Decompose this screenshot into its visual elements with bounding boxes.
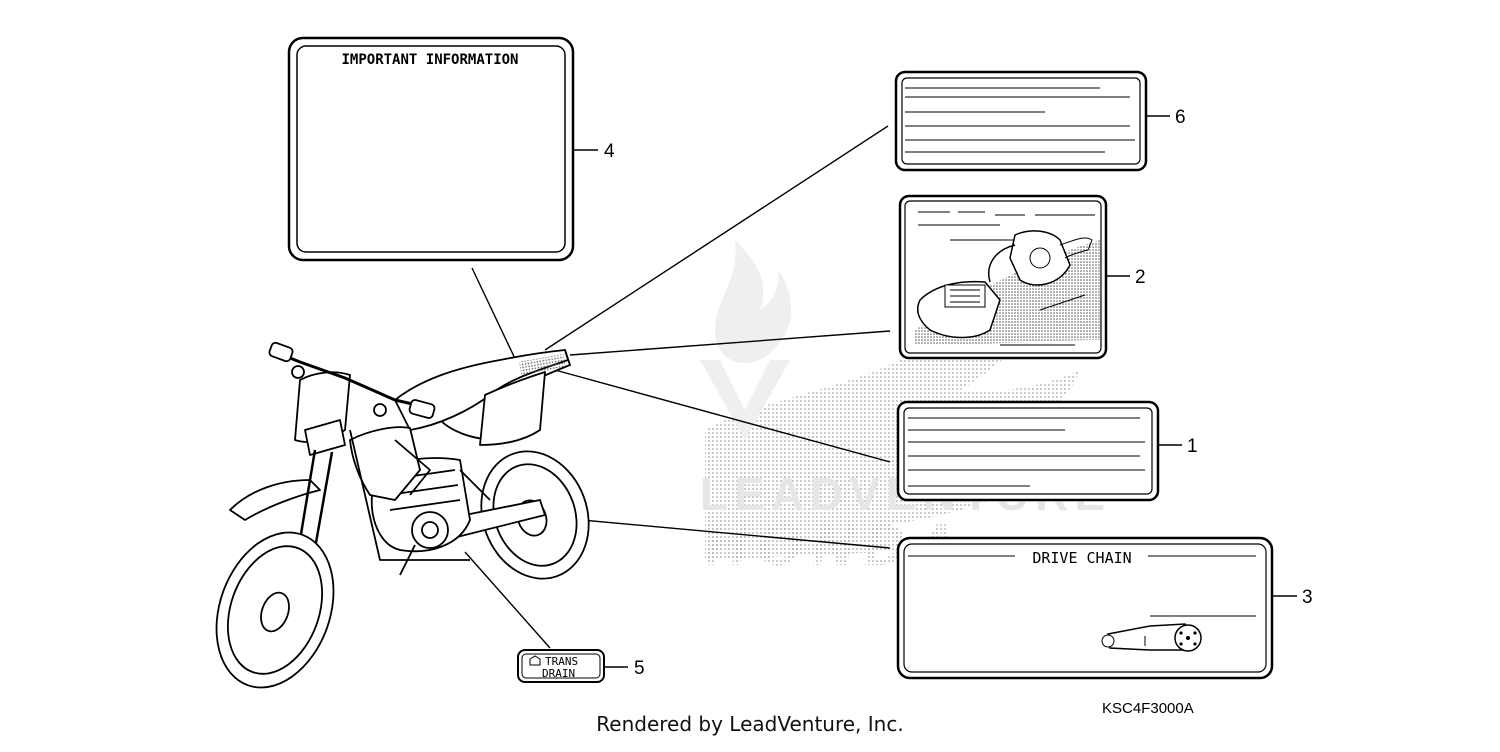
- motorcycle-illustration: [215, 341, 590, 689]
- callout-2: 2: [1135, 267, 1146, 288]
- label-6-decal: [894, 70, 1148, 172]
- trans-text: TRANS: [545, 655, 578, 668]
- diagram-code: KSC4F3000A: [1102, 700, 1194, 717]
- footer-credit: Rendered by LeadVenture, Inc.: [596, 712, 904, 736]
- flame-watermark: [715, 240, 792, 364]
- drain-text: DRAIN: [542, 667, 575, 680]
- label-1-decal: [896, 400, 1160, 502]
- label-important-information: IMPORTANT INFORMATION: [287, 36, 575, 262]
- label-2-fuel-valve-decal: [898, 194, 1108, 360]
- drain-icon: [529, 655, 541, 666]
- important-information-heading: IMPORTANT INFORMATION: [341, 52, 518, 68]
- drive-chain-heading: DRIVE CHAIN: [1032, 549, 1131, 567]
- label-trans-drain: TRANS DRAIN: [517, 649, 605, 683]
- callout-3: 3: [1302, 587, 1313, 608]
- v-logo-watermark: [700, 360, 790, 440]
- label-drive-chain: DRIVE CHAIN: [896, 536, 1274, 680]
- callout-1: 1: [1187, 436, 1198, 457]
- leader-lines: [464, 125, 891, 649]
- callout-6: 6: [1175, 107, 1186, 128]
- callout-4: 4: [604, 141, 615, 162]
- callout-5: 5: [634, 658, 645, 679]
